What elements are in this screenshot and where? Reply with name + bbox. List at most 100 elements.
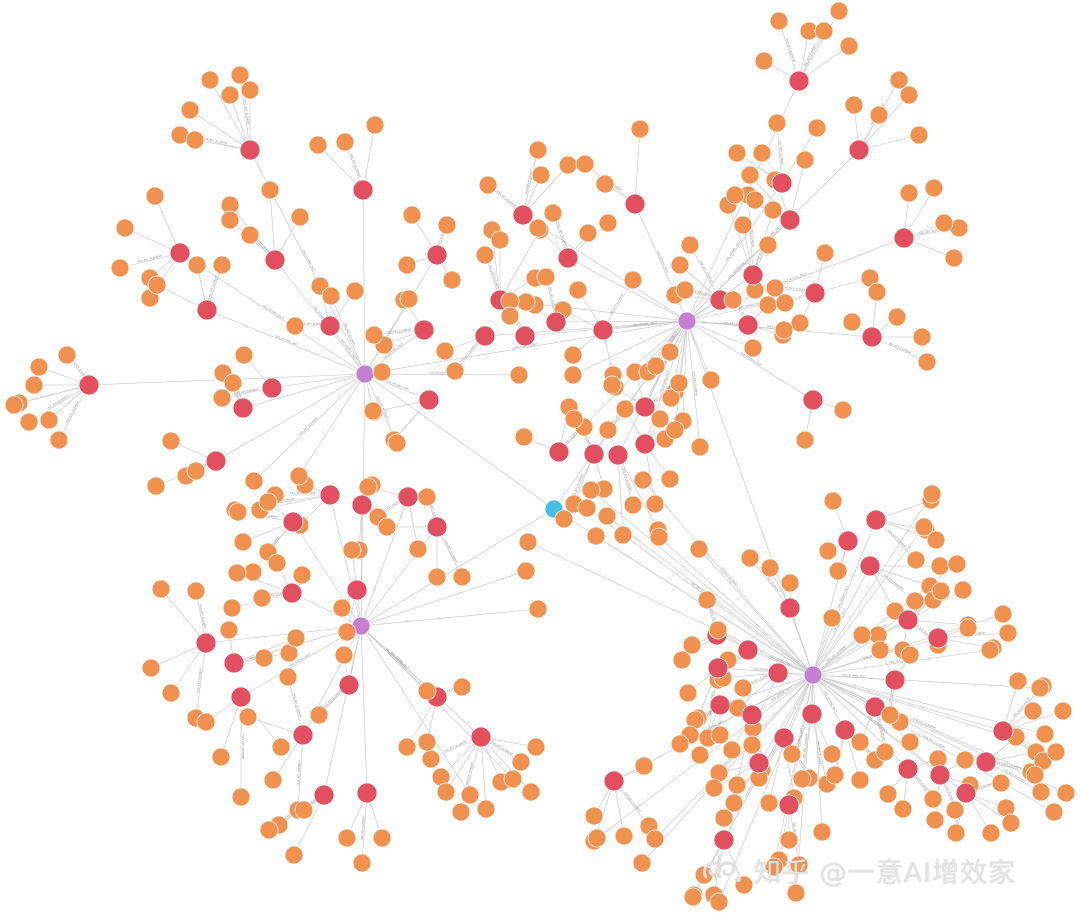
element-node[interactable] <box>680 235 700 255</box>
element-node[interactable] <box>452 567 472 587</box>
element-node[interactable] <box>758 295 778 315</box>
element-node[interactable] <box>227 563 247 583</box>
element-node[interactable] <box>828 561 848 581</box>
element-node[interactable] <box>825 765 845 785</box>
hub-node[interactable] <box>803 665 823 685</box>
element-node[interactable] <box>516 561 536 581</box>
entity-node[interactable] <box>264 249 286 271</box>
element-node[interactable] <box>345 281 365 301</box>
element-node[interactable] <box>372 362 392 382</box>
element-node[interactable] <box>219 620 239 640</box>
element-node[interactable] <box>1001 813 1021 833</box>
element-node[interactable] <box>267 553 287 573</box>
entity-node[interactable] <box>884 669 906 691</box>
element-node[interactable] <box>427 567 447 587</box>
element-node[interactable] <box>1033 751 1053 771</box>
element-node[interactable] <box>141 658 161 678</box>
element-node[interactable] <box>733 215 753 235</box>
element-node[interactable] <box>634 756 654 776</box>
element-node[interactable] <box>632 853 652 873</box>
entity-node[interactable] <box>78 374 100 396</box>
element-node[interactable] <box>220 85 240 105</box>
element-node[interactable] <box>231 787 251 807</box>
element-node[interactable] <box>614 826 634 846</box>
element-node[interactable] <box>334 645 354 665</box>
entity-node[interactable] <box>955 782 977 804</box>
element-node[interactable] <box>185 130 205 150</box>
element-node[interactable] <box>528 599 548 619</box>
entity-node[interactable] <box>861 326 883 348</box>
element-node[interactable] <box>187 255 207 275</box>
element-node[interactable] <box>917 352 937 372</box>
element-node[interactable] <box>278 667 298 687</box>
element-node[interactable] <box>1025 765 1045 785</box>
entity-node[interactable] <box>292 724 314 746</box>
element-node[interactable] <box>292 565 312 585</box>
element-node[interactable] <box>930 556 950 576</box>
element-node[interactable] <box>220 210 240 230</box>
element-node[interactable] <box>722 740 742 760</box>
element-node[interactable] <box>914 517 934 537</box>
element-node[interactable] <box>767 113 787 133</box>
element-node[interactable] <box>147 275 167 295</box>
element-node[interactable] <box>689 539 709 559</box>
element-node[interactable] <box>792 769 812 789</box>
element-node[interactable] <box>678 683 698 703</box>
entity-node[interactable] <box>512 204 534 226</box>
element-node[interactable] <box>238 707 258 727</box>
entity-node[interactable] <box>771 172 793 194</box>
element-node[interactable] <box>844 95 864 115</box>
element-node[interactable] <box>514 427 534 447</box>
entity-node[interactable] <box>927 627 949 649</box>
element-node[interactable] <box>759 793 779 813</box>
entity-node[interactable] <box>992 720 1014 742</box>
element-node[interactable] <box>998 623 1018 643</box>
element-node[interactable] <box>889 70 909 90</box>
entity-node[interactable] <box>634 433 656 455</box>
entity-node[interactable] <box>195 632 217 654</box>
element-node[interactable] <box>417 732 437 752</box>
element-node[interactable] <box>645 494 665 514</box>
element-node[interactable] <box>981 823 1001 843</box>
element-node[interactable] <box>795 430 815 450</box>
element-node[interactable] <box>850 770 870 790</box>
element-node[interactable] <box>575 154 595 174</box>
entity-node[interactable] <box>779 597 801 619</box>
element-node[interactable] <box>815 243 835 263</box>
element-node[interactable] <box>161 683 181 703</box>
element-node[interactable] <box>924 178 944 198</box>
element-node[interactable] <box>399 289 419 309</box>
element-node[interactable] <box>284 845 304 865</box>
element-node[interactable] <box>363 401 383 421</box>
element-node[interactable] <box>581 480 601 500</box>
element-node[interactable] <box>244 471 264 491</box>
element-node[interactable] <box>364 325 384 345</box>
element-node[interactable] <box>946 823 966 843</box>
element-node[interactable] <box>742 735 762 755</box>
entity-node[interactable] <box>865 509 887 531</box>
element-node[interactable] <box>289 466 309 486</box>
entity-node[interactable] <box>356 782 378 804</box>
element-node[interactable] <box>308 135 328 155</box>
entity-node[interactable] <box>261 377 283 399</box>
element-node[interactable] <box>704 778 724 798</box>
element-node[interactable] <box>745 190 765 210</box>
element-node[interactable] <box>934 213 954 233</box>
entity-node[interactable] <box>767 662 789 684</box>
element-node[interactable] <box>875 742 895 762</box>
graph-nodes[interactable] <box>4 1 1076 912</box>
element-node[interactable] <box>243 562 263 582</box>
element-node[interactable] <box>49 430 69 450</box>
element-node[interactable] <box>765 278 785 298</box>
element-node[interactable] <box>790 313 810 333</box>
element-node[interactable] <box>1046 742 1066 762</box>
element-node[interactable] <box>661 388 681 408</box>
entity-node[interactable] <box>893 227 915 249</box>
entity-node[interactable] <box>788 70 810 92</box>
entity-node[interactable] <box>897 758 919 780</box>
element-node[interactable] <box>337 828 357 848</box>
element-node[interactable] <box>586 526 606 546</box>
element-node[interactable] <box>931 581 951 601</box>
element-node[interactable] <box>437 215 457 235</box>
